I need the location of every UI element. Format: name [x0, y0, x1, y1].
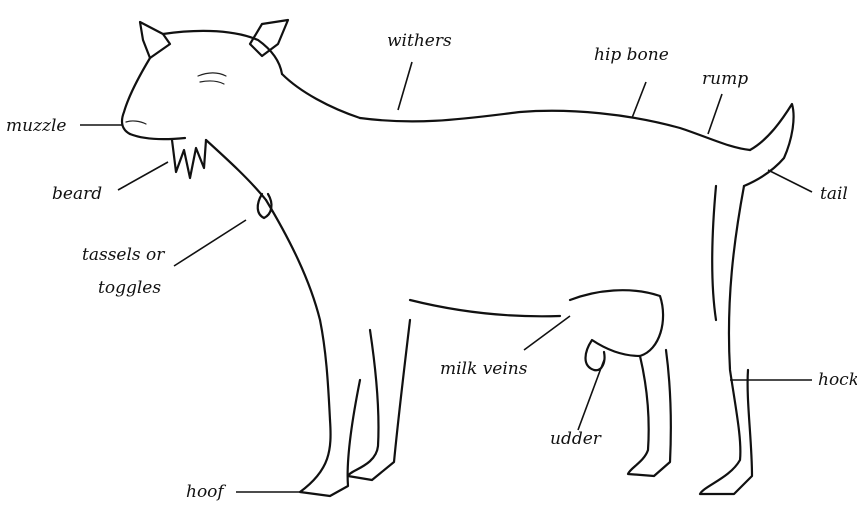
leader-withers [398, 62, 412, 110]
leader-milk-veins [524, 316, 570, 350]
leader-tassels [174, 220, 246, 266]
leader-tail [768, 170, 812, 192]
label-udder: udder [550, 429, 602, 449]
leader-hip-bone [632, 82, 646, 118]
label-hip-bone: hip bone [594, 45, 669, 65]
label-tassels-line1: tassels or [82, 245, 165, 265]
label-hoof: hoof [186, 482, 226, 502]
label-milk-veins: milk veins [440, 359, 528, 379]
label-tassels-line2: toggles [98, 278, 161, 298]
goat-illustration [122, 20, 794, 496]
label-muzzle: muzzle [6, 116, 66, 136]
label-tail: tail [820, 184, 848, 204]
leader-rump [708, 94, 722, 134]
label-rump: rump [702, 69, 748, 89]
label-hock: hock [818, 370, 857, 390]
leader-udder [578, 360, 604, 430]
labels: withers hip bone rump muzzle beard tail … [6, 31, 857, 502]
leader-lines [80, 62, 812, 492]
label-withers: withers [387, 31, 452, 51]
label-beard: beard [52, 184, 102, 204]
leader-beard [118, 162, 168, 190]
